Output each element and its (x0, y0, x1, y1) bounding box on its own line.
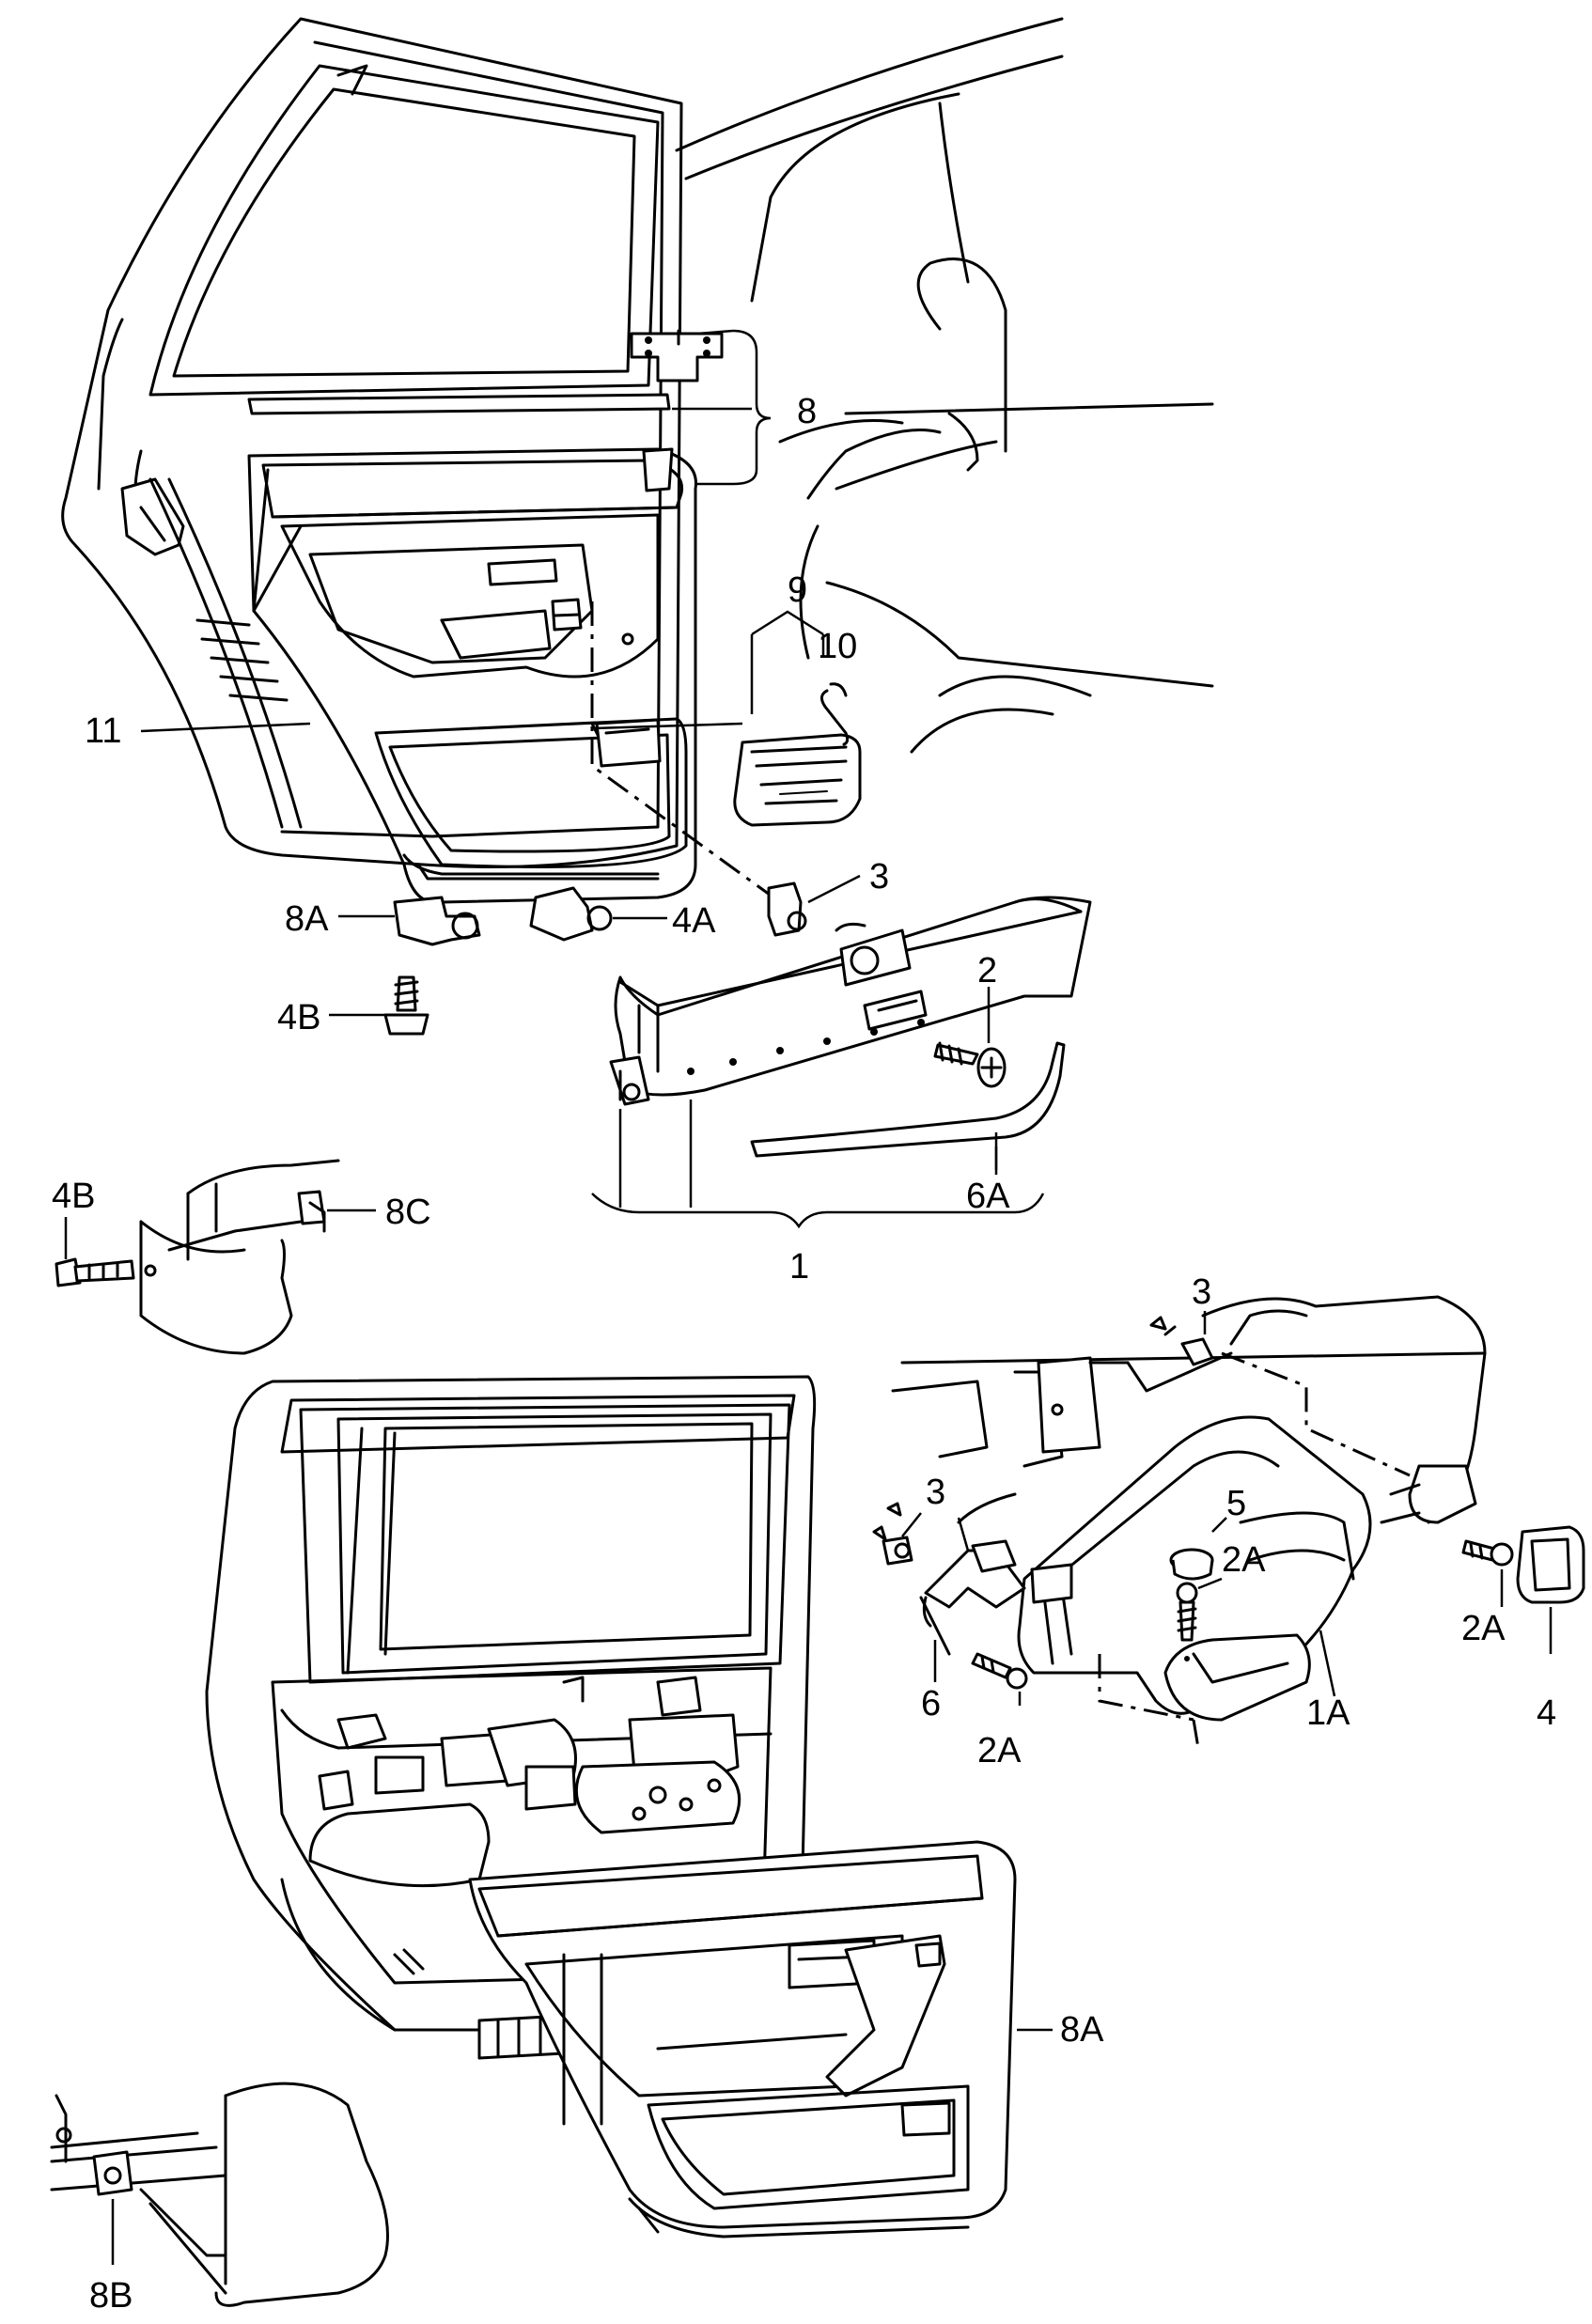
callout-3-right: 3 (1192, 1272, 1211, 1312)
armrest-1-assembly (591, 874, 1092, 1229)
callout-4b-left: 4B (52, 1177, 95, 1216)
top-door-assembly (61, 17, 1214, 904)
callout-1a: 1A (1306, 1693, 1350, 1733)
callout-2a-right: 2A (1461, 1609, 1506, 1648)
callout-5: 5 (1226, 1484, 1246, 1523)
callout-4a: 4A (672, 901, 716, 941)
callout-6a: 6A (966, 1177, 1010, 1216)
callout-10: 10 (818, 627, 857, 666)
callout-2a-mid: 2A (1222, 1540, 1266, 1580)
callout-labels: 8 9 10 11 3 8A 4A 4B 2 6A 1 4B 8C 3 3 5 … (52, 392, 1556, 2316)
clip-8b-detail (50, 2082, 389, 2307)
callout-9: 9 (788, 570, 807, 610)
callout-1: 1 (789, 1247, 809, 1287)
callout-8a-bottom: 8A (1060, 2010, 1104, 2050)
callout-3-top: 3 (869, 857, 889, 897)
callout-2a-left: 2A (977, 1731, 1022, 1770)
callout-8b: 8B (89, 2276, 133, 2316)
callout-2: 2 (977, 951, 997, 990)
callout-11: 11 (85, 711, 121, 751)
callout-8a-top: 8A (285, 899, 329, 939)
bottom-door-assembly (205, 1375, 1053, 2238)
callout-4: 4 (1537, 1693, 1556, 1733)
callout-6: 6 (921, 1684, 941, 1724)
callout-8c: 8C (385, 1193, 431, 1232)
callout-8: 8 (797, 392, 817, 431)
callout-4b-top: 4B (277, 998, 320, 1037)
armrest-1a-assembly (872, 1295, 1585, 1749)
fastener-parts (55, 886, 667, 1355)
callout-3-mid: 3 (926, 1473, 945, 1512)
